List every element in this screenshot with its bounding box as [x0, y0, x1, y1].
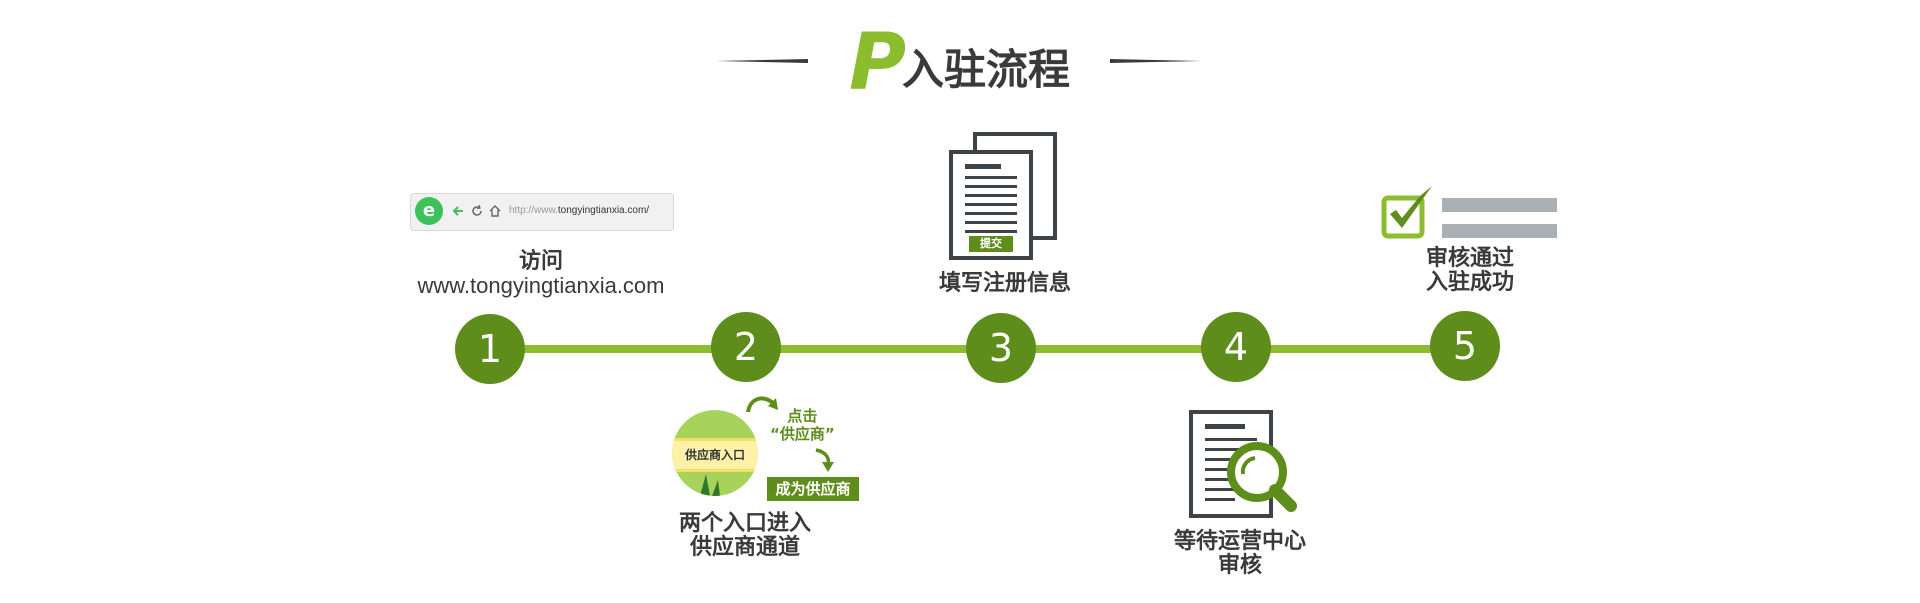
submit-label: 提交 — [980, 237, 1002, 250]
curved-arrow-icon — [746, 396, 778, 413]
step-1-caption-url: www.tongyingtianxia.com — [417, 273, 665, 298]
step-3-caption-line1: 填写注册信息 — [938, 271, 1071, 296]
step-1-caption: 访问 www.tongyingtianxia.com — [391, 250, 691, 298]
review-magnifier-icon — [1189, 410, 1297, 518]
browser-address-bar: e http://www.tongyingtianxia.com/ — [410, 193, 674, 231]
page-title: 入驻流程 — [902, 45, 1071, 94]
step-2-caption: 两个入口进入 供应商通道 — [650, 512, 840, 560]
title-rule-right — [1110, 59, 1202, 63]
step-4-caption: 等待运营中心 审核 — [1135, 530, 1345, 578]
refresh-icon — [469, 203, 485, 219]
step-4-caption-line1: 等待运营中心 — [1173, 529, 1306, 554]
step-5-caption-line2: 入驻成功 — [1425, 270, 1514, 295]
step-3-circle: 3 — [966, 313, 1036, 383]
step-1-circle: 1 — [455, 314, 525, 384]
step-5-circle: 5 — [1430, 311, 1500, 381]
step-2-caption-line2: 供应商通道 — [689, 535, 800, 560]
supplier-entry-label: 供应商入口 — [672, 438, 758, 472]
home-icon — [487, 203, 503, 219]
step-5-caption: 审核通过 入驻成功 — [1370, 247, 1570, 295]
step-4-caption-line2: 审核 — [1217, 553, 1262, 578]
back-arrow-icon — [451, 203, 467, 219]
step-2-circle: 2 — [711, 312, 781, 382]
page-header: P 入驻流程 — [0, 18, 1920, 108]
step-3-caption: 填写注册信息 — [900, 272, 1110, 296]
browser-url: http://www.tongyingtianxia.com/ — [509, 205, 650, 216]
grass-icon — [700, 474, 720, 496]
supplier-entry-badge: 供应商入口 — [672, 410, 758, 496]
become-supplier-button[interactable]: 成为供应商 — [767, 477, 859, 501]
browser-logo-icon: e — [415, 197, 443, 225]
step-5-caption-line1: 审核通过 — [1425, 246, 1514, 271]
down-arrow-icon — [815, 448, 834, 472]
step-4-circle: 4 — [1201, 312, 1271, 382]
document-stack-icon — [949, 132, 1057, 260]
logo-letter: P — [849, 18, 907, 108]
step-1-caption-line1: 访问 — [518, 249, 563, 274]
step-2-caption-line1: 两个入口进入 — [678, 511, 811, 536]
click-hint-line2: “供应商” — [770, 425, 835, 443]
click-hint-line1: 点击 — [787, 407, 818, 425]
approved-check-icon — [1381, 186, 1557, 239]
click-hint: 点击 “供应商” — [770, 407, 835, 443]
title-rule-left — [716, 59, 808, 63]
